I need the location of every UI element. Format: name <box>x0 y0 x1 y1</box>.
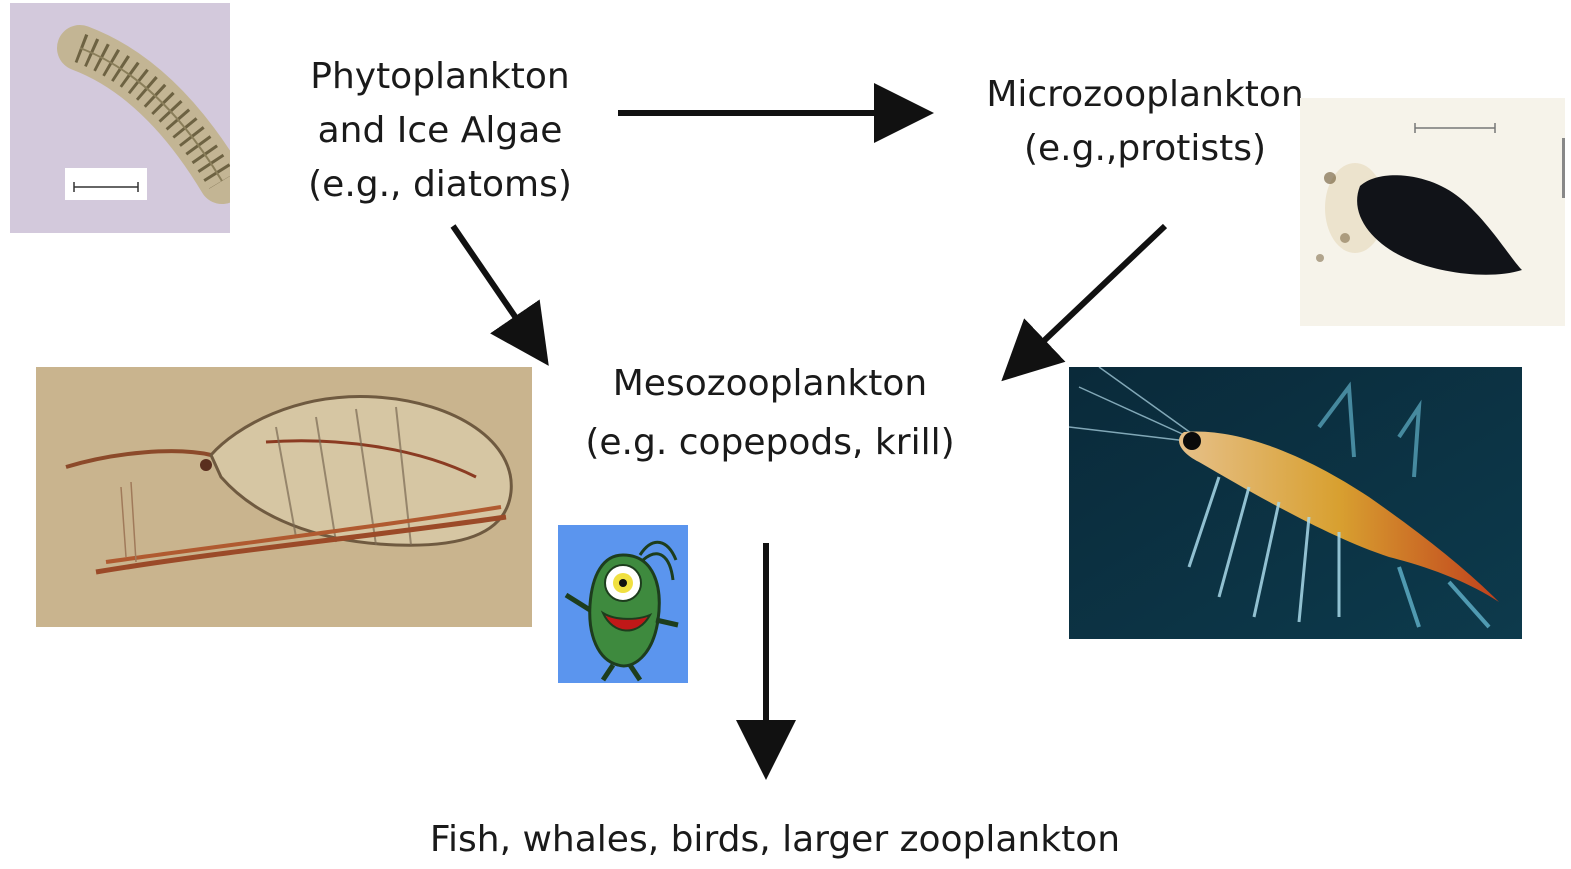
copepod-image <box>36 367 532 627</box>
arrow-phytoplankton-to-mesozooplankton <box>453 226 542 356</box>
krill-image <box>1069 367 1522 639</box>
phytoplankton-line-3: (e.g., diatoms) <box>290 158 590 212</box>
microzooplankton-line-2: (e.g.,protists) <box>975 122 1315 176</box>
phytoplankton-line-2: and Ice Algae <box>290 104 590 158</box>
consumers-node: Fish, whales, birds, larger zooplankton <box>400 813 1150 867</box>
microzooplankton-line-1: Microzooplankton <box>975 68 1315 122</box>
mesozooplankton-line-1: Mesozooplankton <box>565 354 975 413</box>
phytoplankton-node: Phytoplankton and Ice Algae (e.g., diato… <box>290 50 590 212</box>
microzooplankton-node: Microzooplankton (e.g.,protists) <box>975 68 1315 176</box>
protist-image <box>1300 98 1565 326</box>
mesozooplankton-node: Mesozooplankton (e.g. copepods, krill) <box>565 354 975 473</box>
mesozooplankton-line-2: (e.g. copepods, krill) <box>565 413 975 472</box>
arrow-microzooplankton-to-mesozooplankton <box>1010 226 1165 373</box>
diatom-chain-image <box>10 3 230 233</box>
cartoon-plankton-image <box>558 525 688 683</box>
phytoplankton-line-1: Phytoplankton <box>290 50 590 104</box>
